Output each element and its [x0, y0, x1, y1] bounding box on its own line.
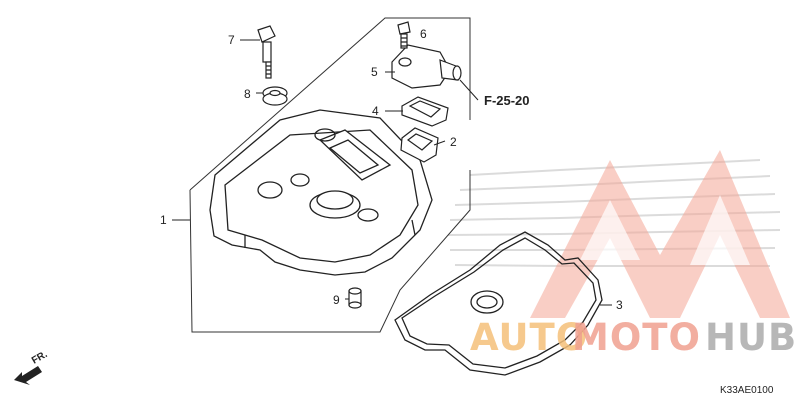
watermark-part-auto: AUTO: [470, 316, 588, 359]
bolt-long: [257, 25, 276, 79]
cylinder-head-cover: [209, 109, 433, 276]
watermark-part-moto: MOTO: [572, 316, 701, 359]
front-marker-label: FR.: [30, 349, 50, 367]
callout-5: 5: [371, 65, 378, 79]
automotohub-logo: [530, 150, 790, 318]
breather-cover: [391, 44, 462, 89]
watermark-part-hub: HUB: [705, 316, 797, 359]
watermark-text: AUTO MOTO HUB: [470, 316, 797, 359]
callout-2: 2: [450, 135, 457, 149]
logo-inner-triangle: [580, 200, 640, 260]
rubber-washer: [262, 86, 288, 106]
breather-gasket: [401, 96, 449, 127]
callout-9: 9: [333, 293, 340, 307]
callout-3: 3: [616, 298, 623, 312]
callout-8: 8: [244, 87, 251, 101]
logo-mountain-shape: [530, 150, 790, 318]
dowel-pin: [348, 287, 362, 309]
callout-6: 6: [420, 27, 427, 41]
logo-inner-triangle-2: [690, 195, 750, 265]
reference-label: F-25-20: [484, 93, 530, 108]
callout-7: 7: [228, 33, 235, 47]
callout-4: 4: [372, 104, 379, 118]
assembly-frame: [189, 17, 471, 333]
front-direction-marker: FR.: [14, 349, 50, 385]
callout-1: 1: [160, 213, 167, 227]
head-cover-gasket: [394, 231, 603, 376]
bolt-small: [397, 21, 411, 49]
leader-lines: [172, 39, 612, 306]
breather-plate: [400, 127, 439, 163]
diagram-code: K33AE0100: [720, 385, 774, 396]
front-arrow-icon: [14, 366, 42, 385]
